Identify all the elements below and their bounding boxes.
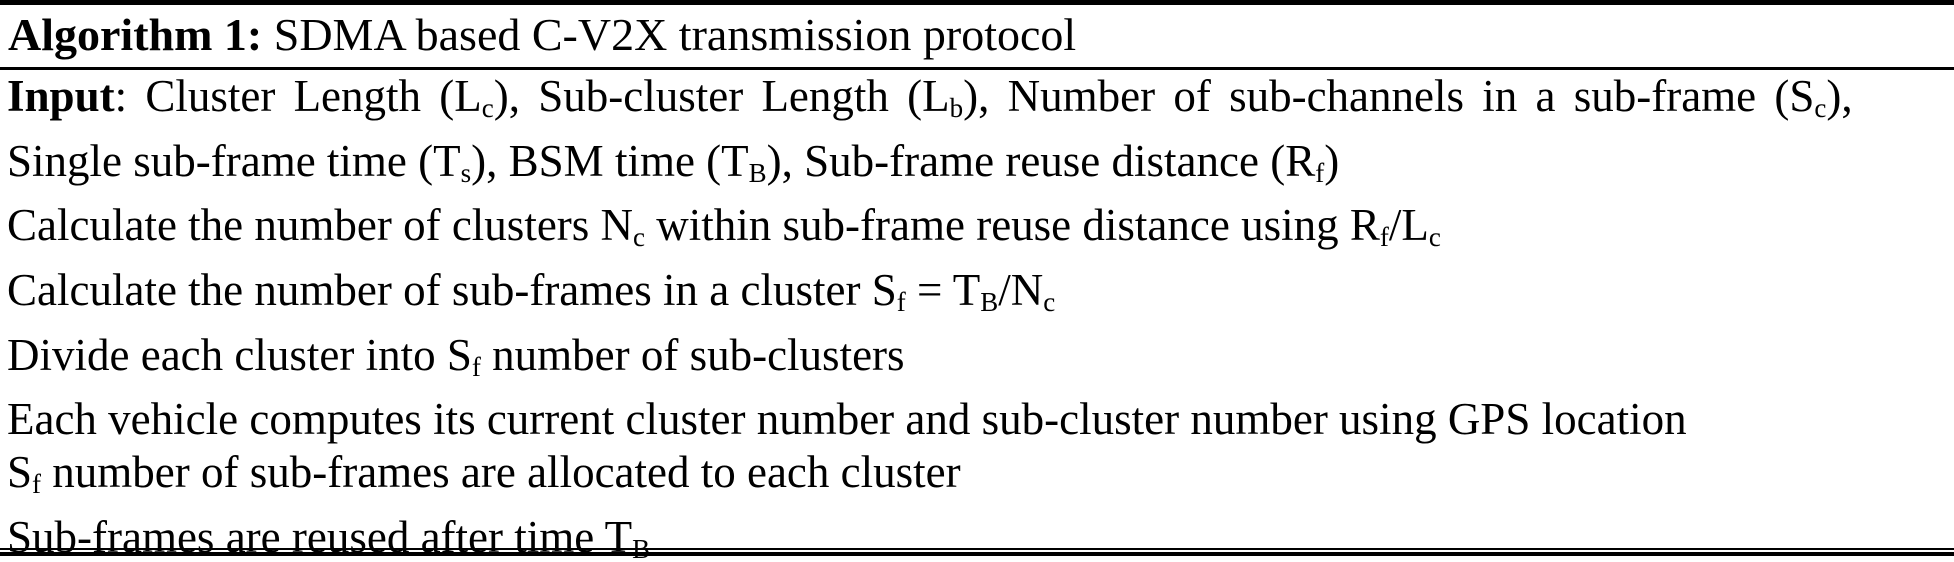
text-segment: Calculate the number of sub-frames in a … <box>7 264 897 315</box>
text-segment: number of sub-frames are allocated to ea… <box>41 446 961 497</box>
subscript: B <box>748 157 767 188</box>
algorithm-line-2: Single sub-frame time (Ts), BSM time (TB… <box>7 135 1947 200</box>
text-segment: number of sub-clusters <box>480 329 905 380</box>
text-segment: ), Number of sub-channels in a sub-frame… <box>963 71 1815 121</box>
algorithm-line-4: Calculate the number of sub-frames in a … <box>7 264 1947 329</box>
text-segment: Divide each cluster into S <box>7 329 472 380</box>
top-rule <box>0 0 1954 5</box>
subscript: f <box>1379 222 1389 253</box>
text-segment: within sub-frame reuse distance using R <box>645 200 1380 251</box>
text-segment: ), Sub-cluster Length (L <box>493 71 950 121</box>
text-segment: Single sub-frame time (T <box>7 135 461 186</box>
subscript: f <box>32 468 42 499</box>
subscript: s <box>460 157 472 188</box>
subscript: f <box>471 351 481 382</box>
text-segment: ), Sub-frame reuse distance (R <box>766 135 1316 186</box>
bottom-rule-thick <box>0 551 1954 556</box>
title-separator-rule <box>0 67 1954 70</box>
subscript: c <box>1428 222 1441 253</box>
text-segment: /N <box>998 264 1044 315</box>
subscript: b <box>949 92 964 123</box>
text-segment: Calculate the number of clusters N <box>7 200 634 251</box>
subscript: B <box>980 286 999 317</box>
bold-text-segment: Input <box>7 71 115 121</box>
subscript: f <box>896 286 906 317</box>
text-segment: SDMA based C-V2X transmission protocol <box>262 9 1077 60</box>
text-segment: ) <box>1324 135 1340 186</box>
subscript: c <box>481 92 494 123</box>
text-segment: ), BSM time (T <box>471 135 749 186</box>
subscript: f <box>1315 157 1325 188</box>
text-segment: S <box>7 446 33 497</box>
subscript: c <box>1814 92 1827 123</box>
algorithm-line-1: Input: Cluster Length (Lc), Sub-cluster … <box>7 70 1947 135</box>
text-segment: : Cluster Length (L <box>114 71 482 121</box>
text-segment: = T <box>905 264 981 315</box>
text-segment: /L <box>1388 200 1429 251</box>
subscript: c <box>1043 286 1056 317</box>
algorithm-title: Algorithm 1: SDMA based C-V2X transmissi… <box>8 6 1946 64</box>
subscript: c <box>633 222 646 253</box>
algorithm-line-3: Calculate the number of clusters Nc with… <box>7 199 1947 264</box>
algorithm-body: Input: Cluster Length (Lc), Sub-cluster … <box>7 70 1947 562</box>
text-segment: ), <box>1826 71 1853 121</box>
algorithm-line-7: Sf number of sub-frames are allocated to… <box>7 446 1947 511</box>
bold-text-segment: Algorithm 1: <box>8 9 263 60</box>
bottom-rule-thin <box>0 548 1954 550</box>
text-segment: Each vehicle computes its current cluste… <box>7 394 1687 445</box>
algorithm-line-5: Divide each cluster into Sf number of su… <box>7 329 1947 394</box>
algorithm-line-6: Each vehicle computes its current cluste… <box>7 393 1947 446</box>
